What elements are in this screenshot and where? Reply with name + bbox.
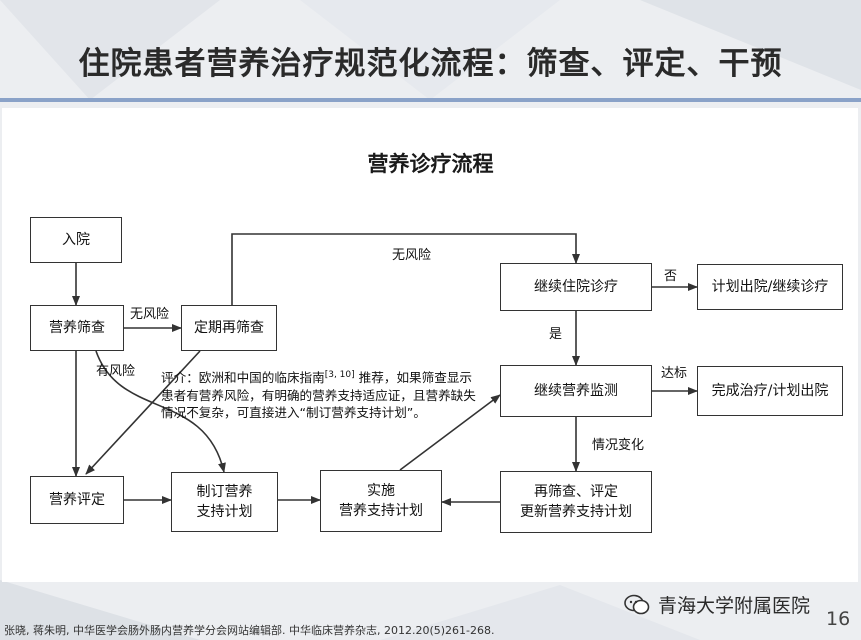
node-complete: 完成治疗/计划出院	[697, 366, 843, 416]
node-make-plan: 制订营养 支持计划	[171, 472, 278, 532]
edge-rescreen-continue-stay	[231, 233, 580, 305]
node-continue-monitor: 继续营养监测	[500, 365, 652, 417]
label-no-risk-screening: 无风险	[130, 307, 170, 322]
guideline-note: 评介：欧洲和中国的临床指南[3, 10] 推荐，如果筛查显示患者有营养风险，有明…	[161, 370, 476, 420]
node-discharge-plan: 计划出院/继续诊疗	[697, 264, 843, 310]
citation-footer: 张晓, 蒋朱明, 中华医学会肠外肠内营养学分会网站编辑部. 中华临床营养杂志, …	[4, 624, 495, 637]
node-admission: 入院	[30, 217, 122, 263]
diagram-title: 营养诊疗流程	[367, 152, 494, 176]
node-implement: 实施 营养支持计划	[320, 470, 442, 532]
node-assessment: 营养评定	[30, 476, 124, 524]
label-no: 否	[664, 269, 678, 284]
label-reached: 达标	[661, 366, 688, 381]
watermark: 青海大学附属医院	[624, 591, 810, 618]
node-screening: 营养筛查	[30, 305, 124, 351]
node-continue-stay: 继续住院诊疗	[500, 263, 652, 311]
chat-bubble-icon	[624, 594, 650, 614]
edge-rescreen-assessment	[85, 350, 201, 475]
label-has-risk: 有风险	[96, 364, 136, 379]
page-number: 16	[826, 608, 851, 630]
edge-implement-monitor	[399, 394, 501, 471]
watermark-text: 青海大学附属医院	[658, 595, 811, 617]
title-rule	[0, 98, 861, 102]
slide-title: 住院患者营养治疗规范化流程：筛查、评定、干预	[78, 46, 783, 82]
node-rescreen: 定期再筛查	[181, 305, 277, 351]
edge-screening-make-plan	[95, 350, 226, 473]
node-rescreen-update: 再筛查、评定 更新营养支持计划	[500, 471, 652, 533]
label-changed: 情况变化	[592, 438, 645, 453]
label-no-risk-rescreen: 无风险	[392, 248, 432, 263]
label-yes: 是	[549, 327, 563, 342]
